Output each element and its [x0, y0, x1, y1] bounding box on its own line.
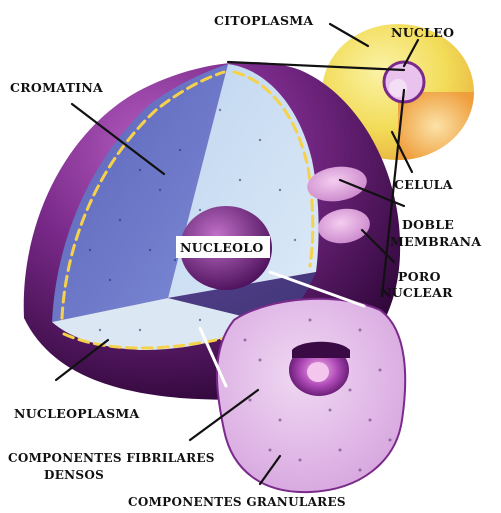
label-poro-nuclear-1: PORO [398, 269, 441, 284]
label-nucleolo: NUCLEOLO [180, 240, 264, 255]
label-doble-membrana-2: MEMBRANA [390, 234, 481, 249]
fibrillar-center [307, 362, 329, 382]
label-componentes-fibrilares-1: COMPONENTES FIBRILARES [8, 451, 215, 465]
label-doble-membrana-1: DOBLE [402, 217, 454, 232]
label-poro-nuclear-2: NUCLEAR [380, 285, 453, 300]
label-cromatina: CROMATINA [10, 80, 103, 95]
nucleolus-zoom [217, 299, 405, 492]
label-citoplasma: CITOPLASMA [214, 13, 313, 28]
zoom-body [217, 299, 405, 492]
label-nucleo: NUCLEO [391, 25, 454, 40]
label-componentes-granulares: COMPONENTES GRANULARES [128, 495, 346, 509]
label-celula: CELULA [394, 177, 453, 192]
label-componentes-fibrilares-2: DENSOS [44, 468, 104, 482]
label-nucleoplasma: NUCLEOPLASMA [14, 406, 140, 421]
